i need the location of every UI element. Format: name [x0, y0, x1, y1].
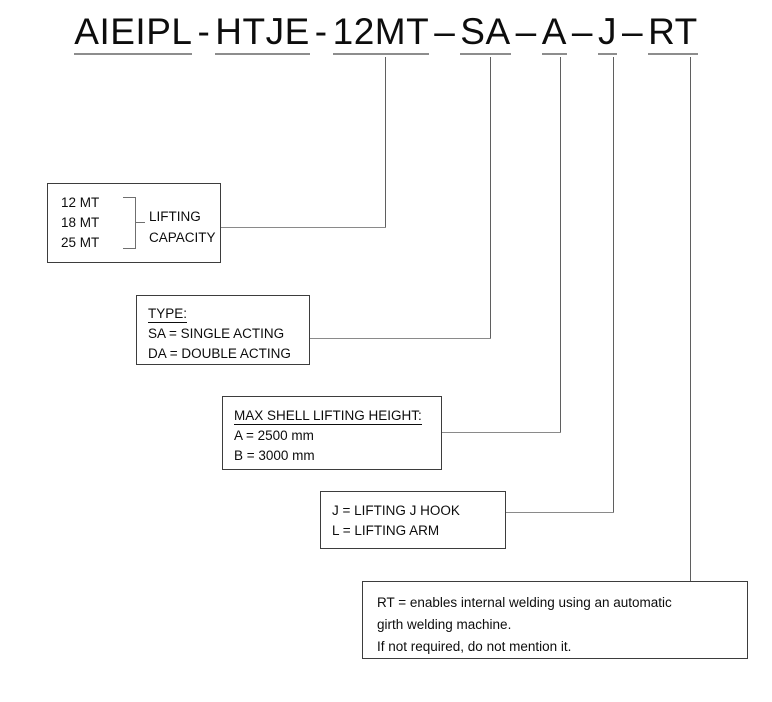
type-option: SA = SINGLE ACTING: [148, 326, 285, 341]
code-token-height: A: [541, 11, 567, 55]
model-code-string: AIEIPL-HTJE-12MT–SA–A–J–RT: [0, 10, 772, 55]
code-token-company: AIEIPL: [74, 11, 193, 55]
code-token-rt: RT: [648, 11, 698, 55]
height-option: A = 2500 mm: [234, 428, 314, 443]
type-title: TYPE:: [148, 306, 188, 323]
attachment-option: J = LIFTING J HOOK: [332, 503, 460, 518]
code-token-type: SA: [460, 11, 511, 55]
connector-capacity: [221, 227, 386, 228]
leader-line-attachment: [613, 57, 614, 512]
code-token-capacity: 12MT: [332, 11, 430, 55]
type-option: DA = DOUBLE ACTING: [148, 346, 291, 361]
code-separator: –: [434, 11, 456, 52]
capacity-label-line1: LIFTING: [149, 209, 201, 224]
callout-rt: RT = enables internal welding using an a…: [362, 581, 748, 659]
attachment-option: L = LIFTING ARM: [332, 523, 440, 538]
brace-pointer-icon: [136, 222, 145, 223]
leader-line-rt: [690, 57, 691, 581]
connector-height: [442, 432, 561, 433]
leader-line-type: [490, 57, 491, 338]
code-token-series: HTJE: [215, 11, 310, 55]
leader-line-height: [560, 57, 561, 432]
callout-type: TYPE: SA = SINGLE ACTING DA = DOUBLE ACT…: [136, 295, 310, 365]
code-separator: –: [621, 11, 644, 52]
capacity-value: 18 MT: [61, 215, 100, 230]
code-separator: –: [571, 11, 593, 52]
callout-attachment: J = LIFTING J HOOK L = LIFTING ARM: [320, 491, 506, 549]
capacity-value: 12 MT: [61, 195, 100, 210]
brace-icon: [123, 197, 136, 249]
connector-attachment: [506, 512, 614, 513]
capacity-value: 25 MT: [61, 235, 100, 250]
code-separator: -: [197, 11, 211, 52]
callout-lifting-capacity: 12 MT 18 MT 25 MT LIFTING CAPACITY: [47, 183, 221, 263]
connector-type: [310, 338, 491, 339]
rt-line: girth welding machine.: [377, 617, 512, 632]
code-token-attachment: J: [597, 11, 617, 55]
rt-line: If not required, do not mention it.: [377, 639, 572, 654]
leader-line-capacity: [385, 57, 386, 227]
code-separator: -: [314, 11, 328, 52]
capacity-values: 12 MT 18 MT 25 MT LIFTING CAPACITY: [61, 193, 220, 253]
capacity-label: LIFTING CAPACITY: [149, 206, 216, 248]
height-option: B = 3000 mm: [234, 448, 315, 463]
height-title: MAX SHELL LIFTING HEIGHT:: [234, 408, 422, 425]
callout-max-shell-lifting-height: MAX SHELL LIFTING HEIGHT: A = 2500 mm B …: [222, 396, 442, 470]
code-separator: –: [515, 11, 537, 52]
rt-line: RT = enables internal welding using an a…: [377, 595, 672, 610]
capacity-label-line2: CAPACITY: [149, 230, 216, 245]
